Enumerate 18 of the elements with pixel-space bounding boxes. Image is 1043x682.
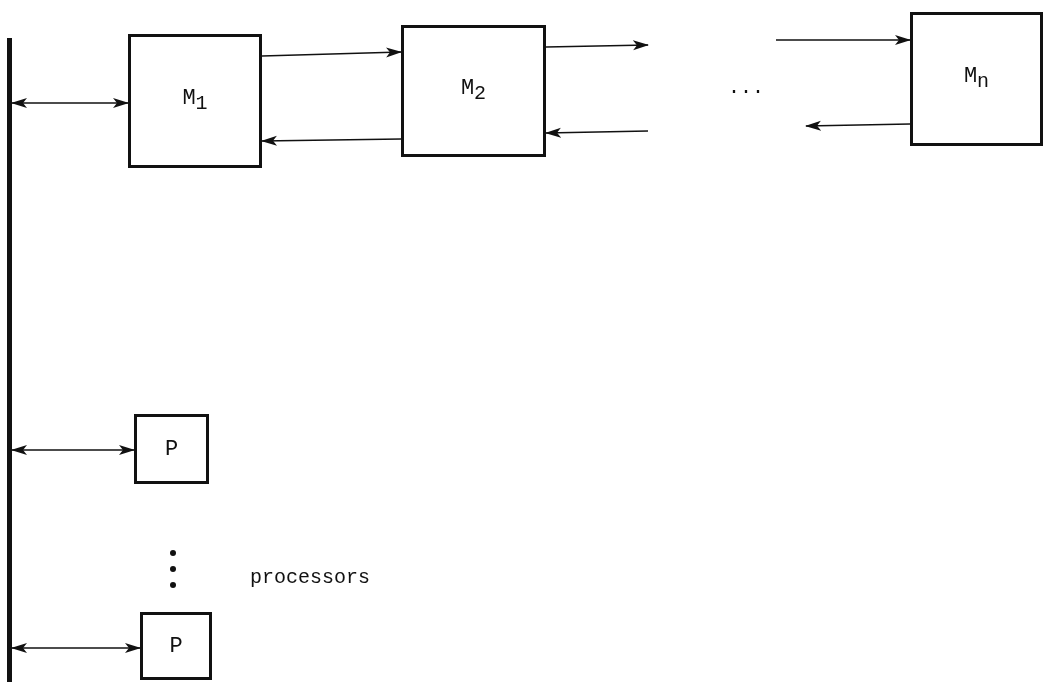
ellipsis-mark: ... [728, 76, 764, 99]
memory-module-box [910, 12, 1043, 146]
arrow [11, 643, 141, 653]
arrow [11, 98, 129, 108]
arrow [11, 445, 135, 455]
module-label: P [169, 633, 183, 659]
processor-box [140, 612, 212, 680]
processor-box [134, 414, 209, 484]
arrow [805, 120, 911, 131]
memory-module-box [401, 25, 546, 157]
arrow [261, 47, 402, 58]
arrow [545, 127, 649, 138]
memory-module-box [128, 34, 262, 168]
arrow [545, 40, 649, 51]
group-label: processors [250, 566, 371, 589]
arrow [775, 35, 911, 45]
arrow [261, 135, 402, 146]
module-label: P [164, 436, 179, 462]
